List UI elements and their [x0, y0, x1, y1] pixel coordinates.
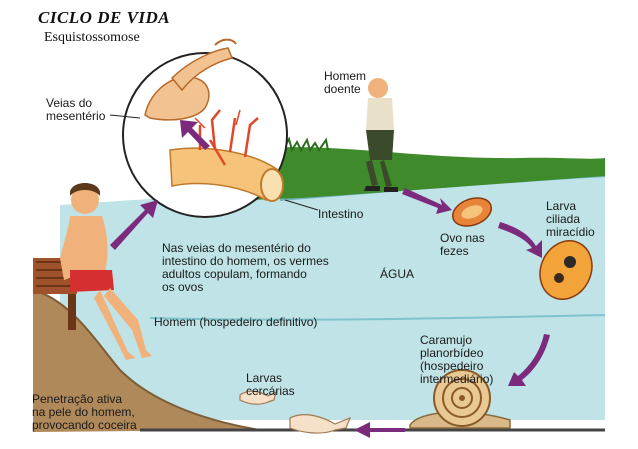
arrow-egg-to-miracidium	[498, 222, 542, 258]
label-penetracao: Penetração ativa na pele do homem, provo…	[32, 392, 137, 432]
label-agua: ÁGUA	[380, 267, 415, 281]
miracidium-illustration	[539, 240, 593, 300]
diagram-subtitle: Esquistossomose	[44, 30, 140, 45]
label-ovo-fezes: Ovo nas fezes	[440, 231, 485, 258]
arrow-snail-to-cercariae	[354, 422, 405, 438]
label-caramujo: Caramujo planorbídeo (hospedeiro interme…	[420, 333, 494, 386]
diagram-title: CICLO DE VIDA	[38, 8, 171, 27]
veias-pointer	[109, 114, 141, 119]
water-surface-line	[149, 314, 606, 321]
intestine-illustration	[169, 109, 284, 202]
cycle-arrows	[110, 188, 550, 438]
zoom-arrow	[180, 120, 210, 150]
sitting-boy-figure	[60, 183, 152, 360]
label-veias-descricao: Nas veias do mesentério do intestino do …	[162, 241, 329, 294]
earth-bank	[33, 290, 260, 432]
sick-man-figure	[364, 78, 398, 192]
cercariae-illustration	[239, 390, 352, 434]
water-area	[60, 172, 605, 420]
label-larva-ciliada: Larva ciliada miracídio	[546, 199, 595, 239]
adult-worms-illustration	[144, 38, 237, 121]
snail-illustration	[409, 369, 511, 429]
grass-bank	[250, 147, 605, 200]
label-hospedeiro-definitivo: Homem (hospedeiro definitivo)	[154, 315, 318, 329]
label-veias-mesenterio: Veias do mesentério	[46, 96, 106, 123]
label-larvas-cercarias: Larvas cercárias	[246, 371, 295, 398]
arrow-man-to-egg	[402, 188, 452, 214]
arrow-miracidium-to-snail	[508, 334, 550, 386]
label-intestino: Intestino	[318, 207, 364, 221]
intestino-pointer	[284, 199, 319, 211]
earth-bank-edge	[32, 289, 261, 431]
label-homem-doente: Homem doente	[324, 69, 367, 96]
dock-planks	[36, 261, 74, 287]
egg-illustration	[451, 197, 493, 227]
arrow-boy-to-zoom	[110, 200, 158, 250]
dock-post	[68, 294, 76, 330]
